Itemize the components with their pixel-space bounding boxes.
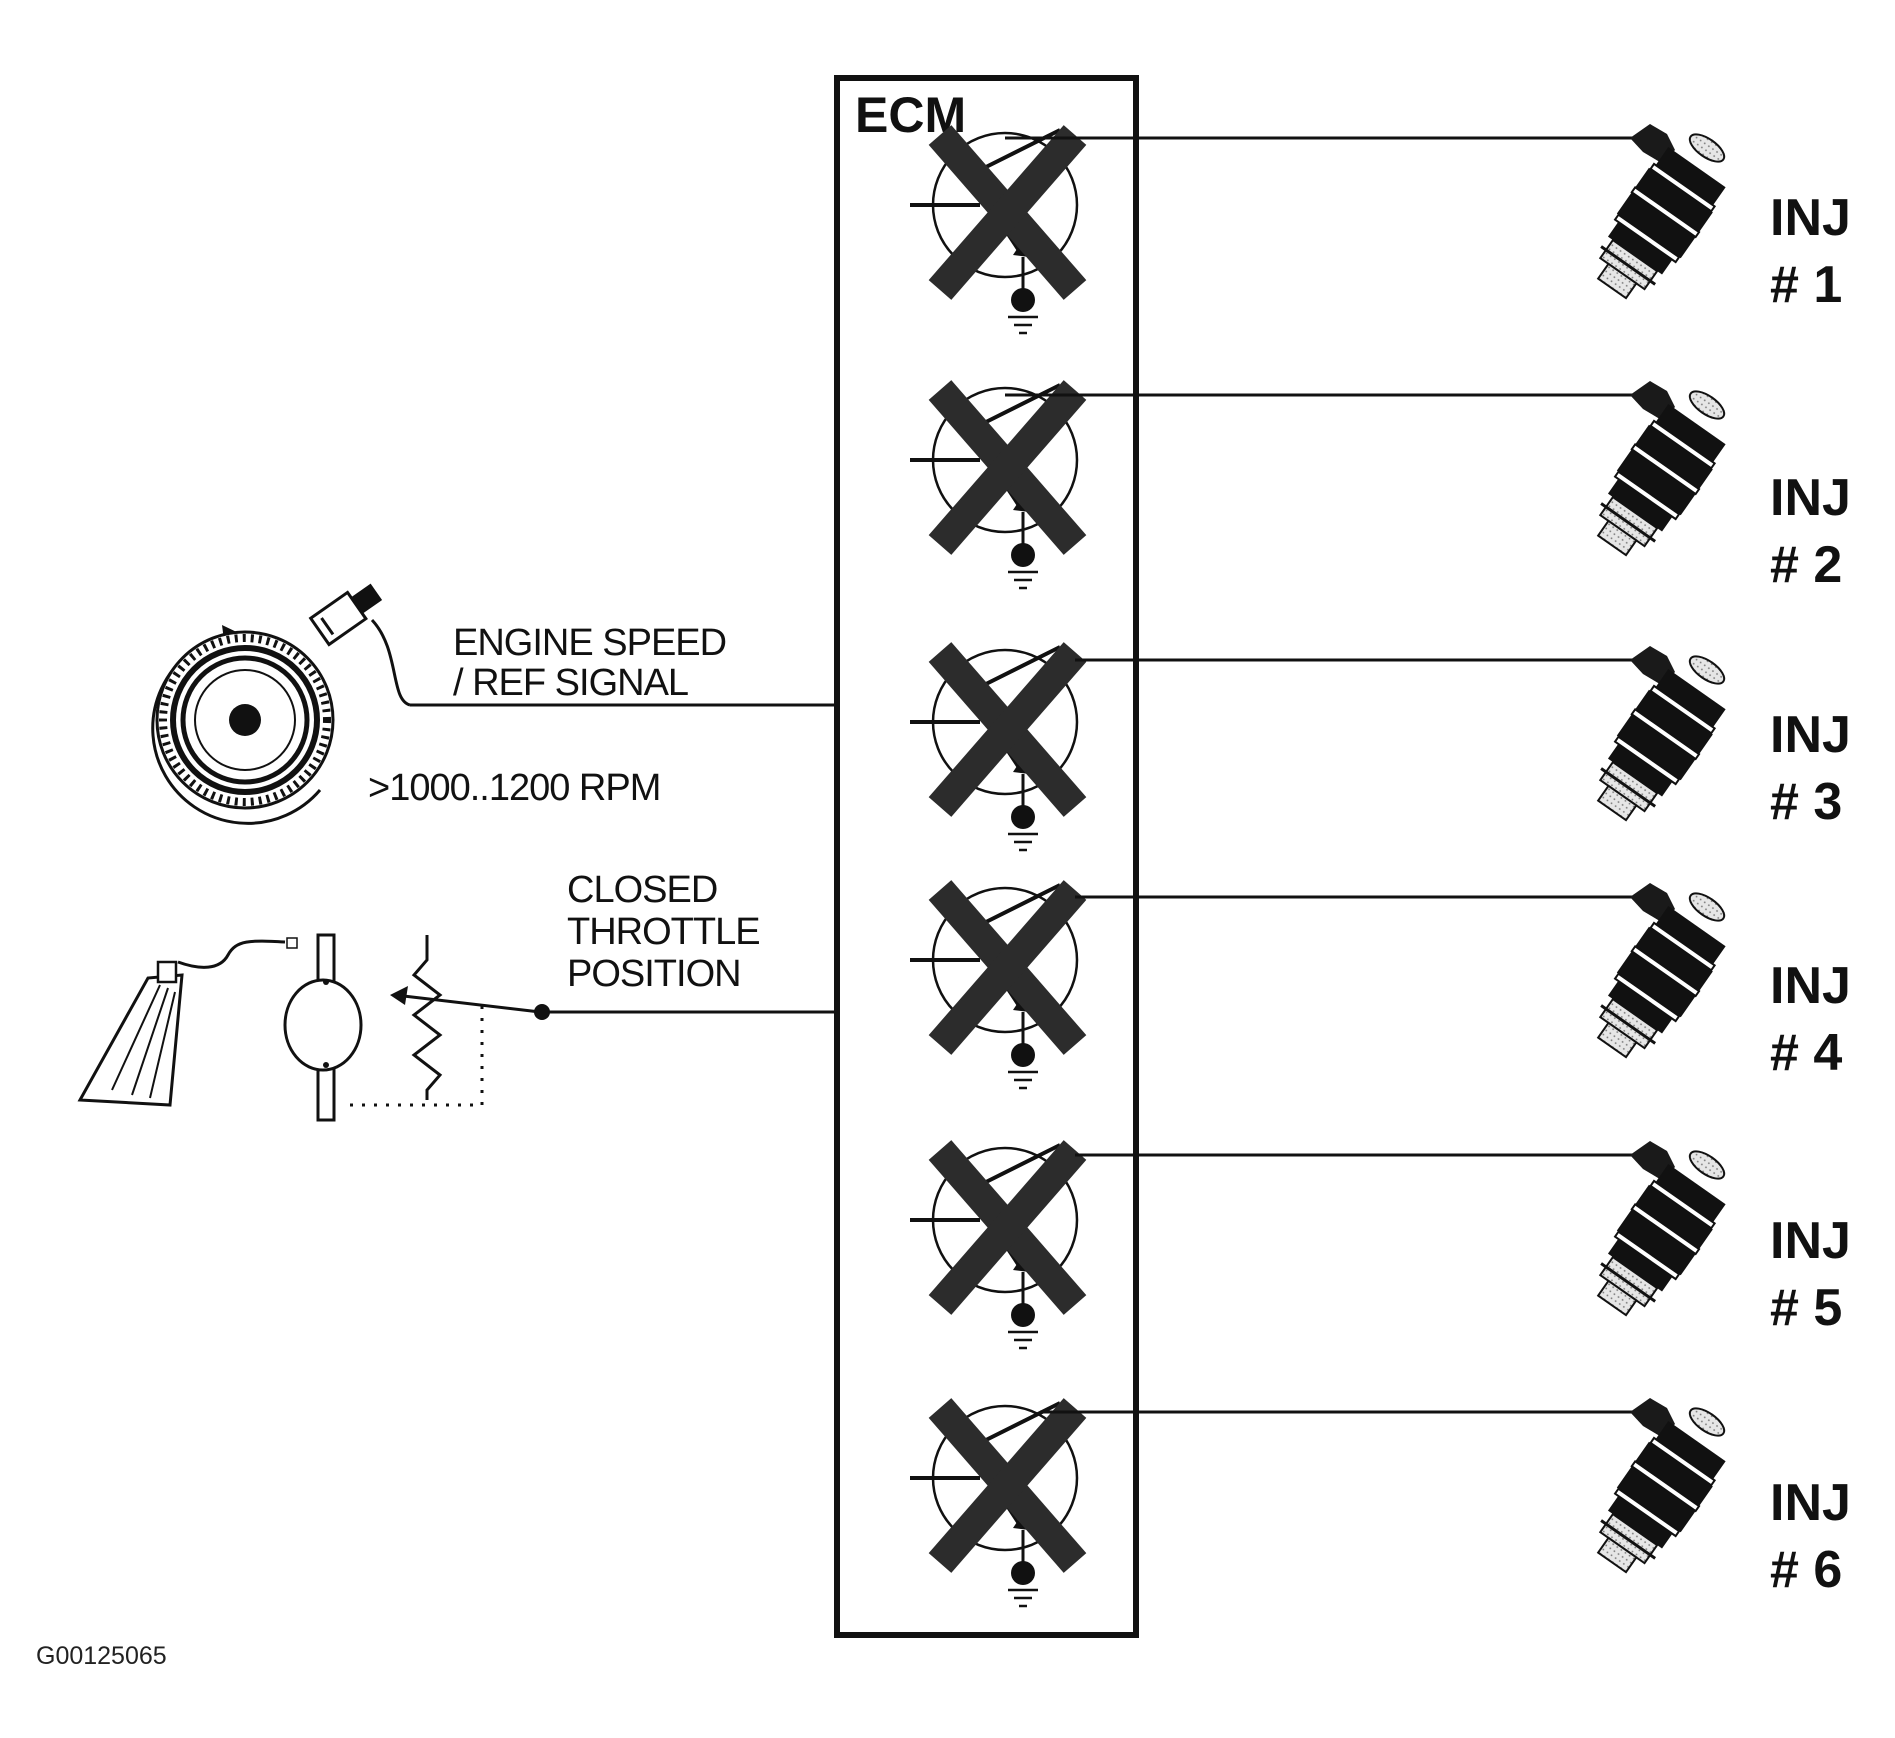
inj-5-number: # 5 [1770, 1279, 1842, 1337]
injector-driver-6: INJ # 6 [910, 1398, 1851, 1606]
throttle-plate-icon [283, 933, 363, 1122]
ecm-box [834, 75, 1139, 1638]
rpm-label: >1000..1200 RPM [368, 767, 660, 809]
inj-6-name: INJ [1770, 1474, 1851, 1532]
injector-driver-5: INJ # 5 [910, 1141, 1851, 1348]
inj-5-name: INJ [1770, 1212, 1851, 1270]
throttle-label-2: THROTTLE [567, 911, 760, 953]
figure-id: G00125065 [36, 1642, 167, 1670]
inj-4-number: # 4 [1770, 1024, 1842, 1082]
inj-1-number: # 1 [1770, 256, 1842, 314]
injector-5-icon [1578, 1139, 1731, 1330]
inj-3-name: INJ [1770, 706, 1851, 764]
throttle-label-1: CLOSED [567, 869, 717, 911]
injector-3-icon [1578, 644, 1731, 835]
inj-4-name: INJ [1770, 957, 1851, 1015]
accelerator-pedal-icon [77, 939, 286, 1107]
throttle-position-sensor-icon [342, 935, 550, 1107]
injector-4-icon [1578, 881, 1731, 1072]
injector-1-icon [1578, 122, 1731, 313]
inj-2-name: INJ [1770, 469, 1851, 527]
inj-2-number: # 2 [1770, 536, 1842, 594]
injector-driver-1: INJ # 1 [910, 124, 1851, 333]
injector-driver-4: INJ # 4 [910, 883, 1851, 1088]
engine-speed-label-1: ENGINE SPEED [453, 622, 726, 664]
injector-2-icon [1578, 379, 1731, 570]
injector-driver-2: INJ # 2 [910, 381, 1851, 594]
crankshaft-sensor-icon [151, 583, 411, 825]
throttle-label-3: POSITION [567, 953, 741, 995]
injector-driver-3: INJ # 3 [910, 646, 1851, 850]
engine-speed-label-2: / REF SIGNAL [453, 662, 688, 704]
inj-6-number: # 6 [1770, 1541, 1842, 1599]
injector-6-icon [1578, 1396, 1731, 1587]
inj-1-name: INJ [1770, 189, 1851, 247]
inj-3-number: # 3 [1770, 773, 1842, 831]
